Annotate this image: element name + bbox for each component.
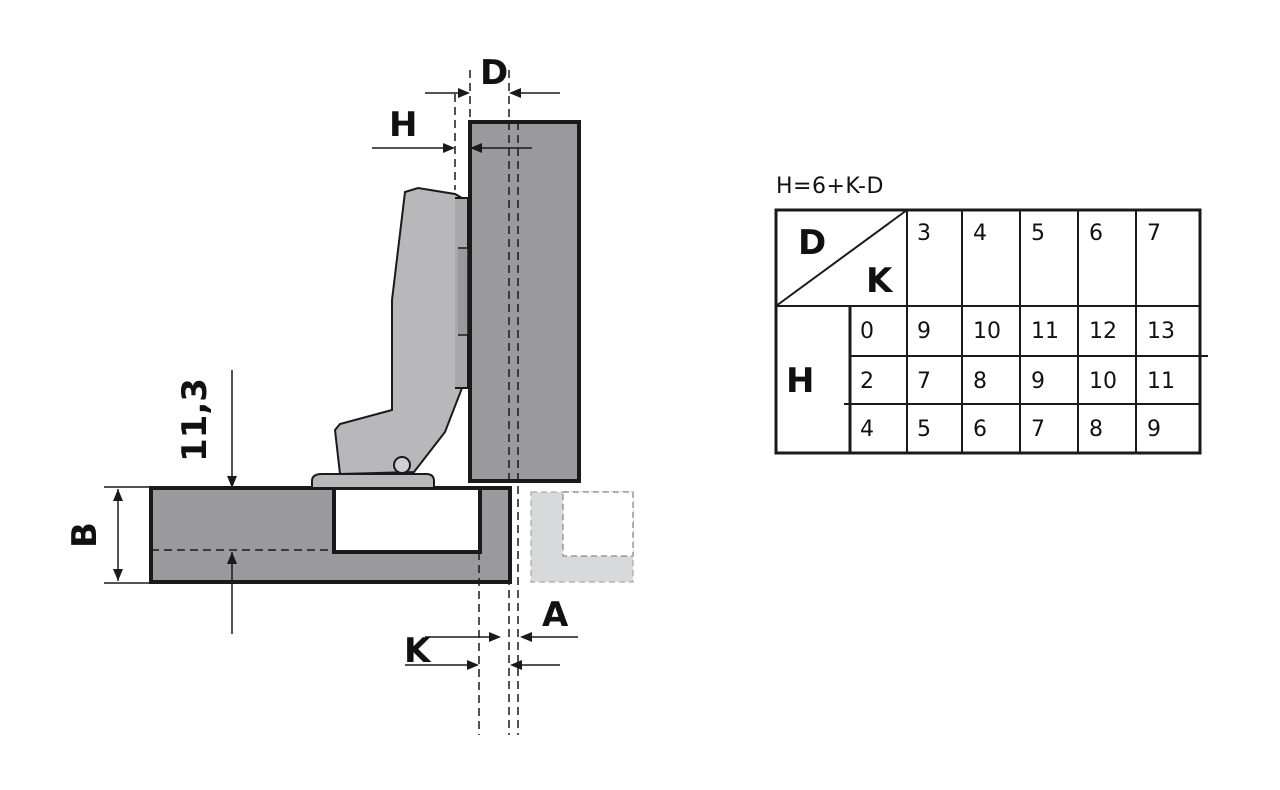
table-k-value: 0: [860, 319, 874, 344]
label-A: A: [542, 595, 569, 635]
table-d-value: 4: [973, 221, 987, 246]
label-D: D: [480, 53, 508, 93]
table-h-value: 9: [1147, 417, 1161, 442]
table-d-value: 7: [1147, 221, 1161, 246]
table-h-value: 11: [1031, 319, 1059, 344]
table-k-value: 2: [860, 369, 874, 394]
hinge-base-plate: [311, 473, 435, 489]
table-h-value: 13: [1147, 319, 1175, 344]
table-h-value: 10: [1089, 369, 1117, 394]
label-B: B: [65, 522, 105, 548]
table-row-header-H: H: [786, 361, 814, 401]
table-h-value: 11: [1147, 369, 1175, 394]
table-h-value: 8: [973, 369, 987, 394]
hinge-arm: [333, 186, 463, 476]
table-corner-D: D: [798, 223, 826, 263]
hinge-cup-bore: [332, 486, 482, 554]
table-h-value: 8: [1089, 417, 1103, 442]
table-h-value: 10: [973, 319, 1001, 344]
hinge-table: D K H 3 4 5 6 7 0 9 10 11 12 13 2 7 8 9 10 11 4 5 6 7 8 9: [774, 208, 1208, 455]
formula-text: H=6+K-D: [776, 174, 884, 199]
table-k-value: 4: [860, 417, 874, 442]
table-h-value: 5: [917, 417, 931, 442]
hinge-pin: [393, 456, 411, 474]
hinge-diagram: D H 11,3 B K A: [65, 53, 634, 735]
table-h-value: 12: [1089, 319, 1117, 344]
table-h-value: 9: [917, 319, 931, 344]
table-h-value: 7: [1031, 417, 1045, 442]
door-panel: [468, 120, 581, 483]
table-cells: 3 4 5 6 7 0 9 10 11 12 13 2 7 8 9 10 11 4 5 6 7 8 9: [860, 221, 1175, 442]
table-h-value: 6: [973, 417, 987, 442]
table-d-value: 6: [1089, 221, 1103, 246]
table-h-value: 7: [917, 369, 931, 394]
table-d-value: 3: [917, 221, 931, 246]
table-d-value: 5: [1031, 221, 1045, 246]
table-h-value: 9: [1031, 369, 1045, 394]
label-K: K: [404, 631, 432, 671]
label-11-3: 11,3: [175, 378, 215, 462]
table-corner-K: K: [866, 261, 894, 301]
label-H: H: [389, 105, 417, 145]
